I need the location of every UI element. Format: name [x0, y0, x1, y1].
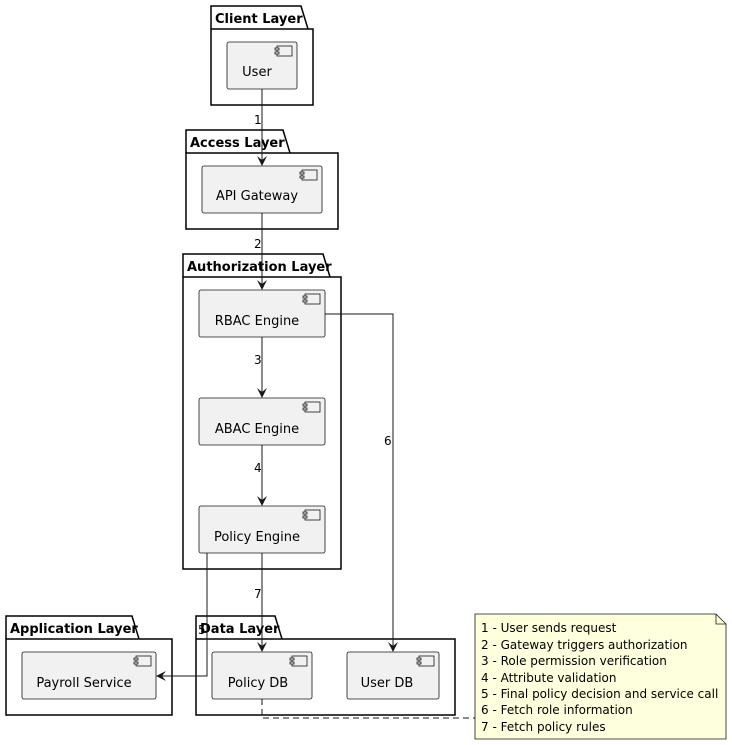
- edge-rbac-to-abac: 3: [254, 337, 267, 398]
- edge-policy-to-policydb: 7: [254, 553, 267, 652]
- note-line-3: 3 - Role permission verification: [481, 654, 667, 668]
- component-icon: [302, 401, 321, 413]
- edge-policy-to-payroll: 5: [156, 553, 208, 681]
- note-line-6: 6 - Fetch role information: [481, 703, 633, 717]
- note-connector: [261, 699, 475, 719]
- edge-label-1: 1: [254, 113, 262, 127]
- component-label-policy-engine: Policy Engine: [214, 530, 300, 545]
- edge-label-6: 6: [384, 434, 392, 448]
- note-line-5: 5 - Final policy decision and service ca…: [481, 687, 718, 701]
- component-policy-db: Policy DB: [211, 651, 313, 700]
- component-abac-engine: ABAC Engine: [198, 397, 326, 446]
- component-payroll-service: Payroll Service: [21, 651, 157, 700]
- component-label-abac-engine: ABAC Engine: [215, 422, 299, 437]
- component-label-rbac-engine: RBAC Engine: [215, 314, 299, 329]
- component-icon: [302, 509, 321, 521]
- component-label-user: User: [242, 65, 272, 80]
- edge-label-3: 3: [254, 353, 262, 367]
- component-user: User: [226, 41, 298, 90]
- note-line-4: 4 - Attribute validation: [481, 671, 616, 685]
- package-title-authorization: Authorization Layer: [187, 260, 332, 275]
- component-icon: [302, 293, 321, 305]
- edge-label-7: 7: [254, 587, 262, 601]
- note-line-7: 7 - Fetch policy rules: [481, 720, 606, 734]
- component-api-gateway: API Gateway: [201, 165, 323, 214]
- note-line-2: 2 - Gateway triggers authorization: [481, 638, 688, 652]
- component-label-policy-db: Policy DB: [228, 676, 288, 691]
- package-title-client: Client Layer: [215, 12, 303, 27]
- component-icon: [299, 169, 318, 181]
- component-label-api-gateway: API Gateway: [216, 189, 298, 204]
- edge-label-5: 5: [198, 623, 206, 637]
- package-title-data: Data Layer: [200, 622, 280, 637]
- component-label-payroll-service: Payroll Service: [36, 676, 131, 691]
- component-user-db: User DB: [346, 651, 440, 700]
- component-icon: [289, 655, 308, 667]
- component-icon: [133, 655, 152, 667]
- edge-user-to-gateway: 1: [254, 89, 267, 166]
- component-rbac-engine: RBAC Engine: [198, 289, 326, 338]
- component-icon: [274, 45, 293, 57]
- note-line-1: 1 - User sends request: [481, 621, 617, 635]
- package-title-application: Application Layer: [10, 622, 138, 637]
- component-policy-engine: Policy Engine: [198, 505, 326, 554]
- package-title-access: Access Layer: [190, 136, 285, 151]
- component-label-user-db: User DB: [361, 676, 414, 691]
- component-icon: [416, 655, 435, 667]
- edge-label-4: 4: [254, 461, 262, 475]
- edge-abac-to-policy: 4: [254, 445, 267, 506]
- edge-rbac-to-userdb: 6: [325, 313, 398, 652]
- edge-label-2: 2: [254, 237, 262, 251]
- legend-note: 1 - User sends request 2 - Gateway trigg…: [474, 613, 727, 740]
- edge-gateway-to-rbac: 2: [254, 213, 267, 290]
